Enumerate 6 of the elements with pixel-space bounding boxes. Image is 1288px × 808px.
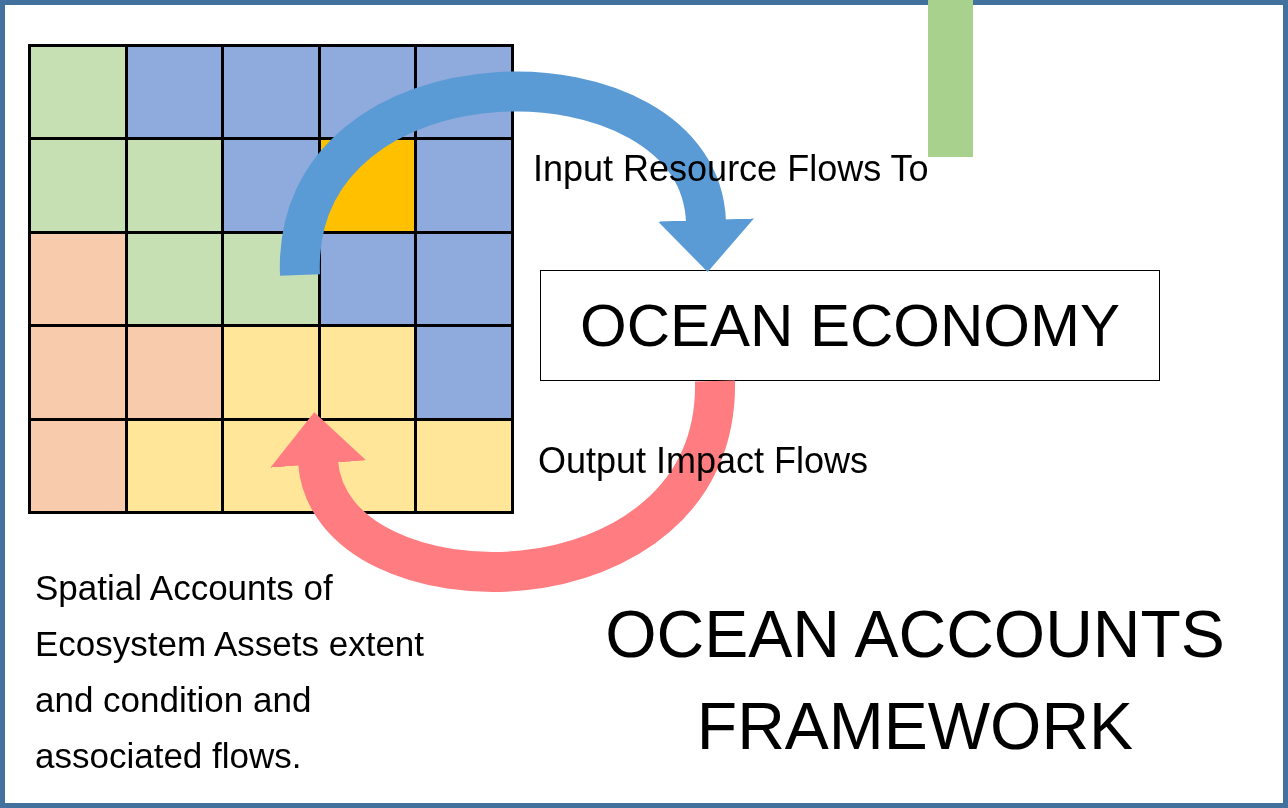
process-box: OCEAN ECONOMY (540, 270, 1160, 381)
title-text: OCEAN ACCOUNTS FRAMEWORK (604, 596, 1226, 766)
grid-drawing (28, 44, 514, 514)
tab-marker (928, 0, 973, 157)
edge-label: Output Impact Flows (538, 440, 869, 482)
grid-caption: Spatial Accounts of Ecosystem Assets extent and condition and associated flows. (35, 567, 426, 777)
